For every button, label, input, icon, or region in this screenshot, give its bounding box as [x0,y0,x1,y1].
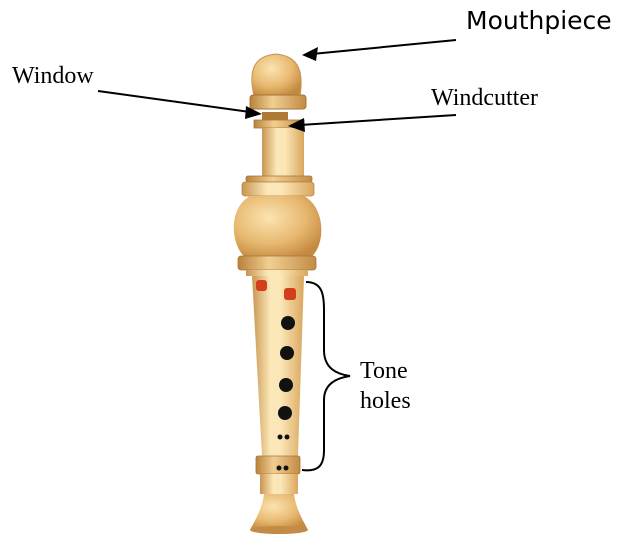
foot-ring [256,456,300,474]
head-ring-bottom [242,182,314,196]
head-bulb [234,196,322,258]
bell-rim [250,526,308,534]
tone-hole [280,346,294,360]
body-tube [252,276,304,456]
tone-holes-label-line1: Tone [360,356,411,386]
mouthpiece-arrowhead [302,47,318,61]
recorder [234,54,322,534]
windcutter-arrow [300,115,456,125]
thumb-hole-red-left [256,280,267,291]
tone-hole [281,316,295,330]
tone-hole-double [285,435,290,440]
foot-joint [260,474,298,494]
tone-hole-double [278,435,283,440]
tone-hole-double [284,466,289,471]
head-ring-top [246,176,312,182]
windcutter-label: Windcutter [431,86,538,110]
foot-bell [250,494,308,530]
window-arrow [98,91,250,112]
body-ring-lip [246,270,308,276]
thumb-hole-red-right [284,288,296,300]
tone-hole [279,378,293,392]
window-label: Window [12,64,94,88]
tone-hole [278,406,292,420]
tone-holes-label: Tone holes [360,356,411,416]
mouthpiece-label: Mouthpiece [466,8,612,33]
mouthpiece-arrow [312,40,456,54]
tone-hole-double [277,466,282,471]
head-joint [262,128,304,178]
tone-holes-brace [302,282,350,470]
window-collar [250,95,306,109]
body-ring [238,256,316,270]
mouthpiece-shape [252,54,301,96]
tone-holes-label-line2: holes [360,386,411,416]
